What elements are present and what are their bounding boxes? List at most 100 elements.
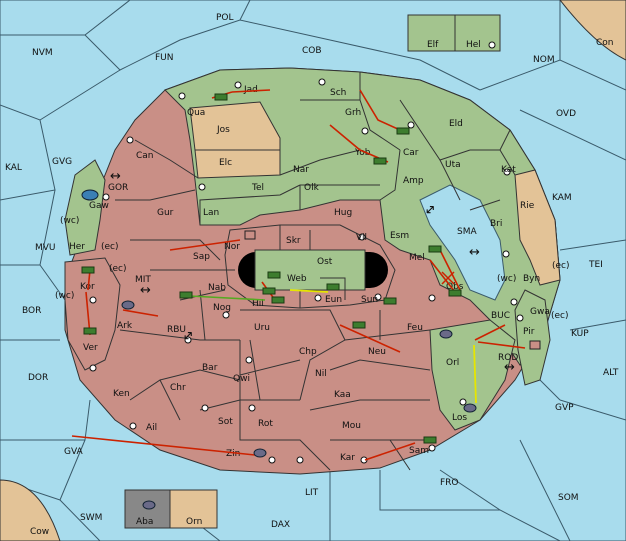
svg-text:Nab: Nab xyxy=(208,283,226,293)
fleet-units xyxy=(81,189,541,510)
region-orn[interactable] xyxy=(169,489,218,529)
svg-text:Olk: Olk xyxy=(304,183,320,193)
svg-text:Kaa: Kaa xyxy=(334,390,351,400)
region-kor-ark[interactable] xyxy=(64,257,121,371)
svg-text:GVP: GVP xyxy=(555,403,574,413)
svg-text:Eun: Eun xyxy=(325,295,342,305)
svg-text:BOR: BOR xyxy=(22,306,41,316)
svg-text:SWM: SWM xyxy=(80,513,102,523)
svg-text:Obs: Obs xyxy=(446,282,464,292)
svg-text:Ark: Ark xyxy=(117,321,133,331)
svg-text:GVA: GVA xyxy=(64,447,84,457)
region-web-ost[interactable] xyxy=(254,249,366,291)
svg-text:OVD: OVD xyxy=(556,109,576,119)
svg-text:Ver: Ver xyxy=(83,343,98,353)
svg-text:(wc): (wc) xyxy=(55,291,74,301)
svg-text:↔: ↔ xyxy=(110,169,121,184)
svg-text:Amp: Amp xyxy=(403,176,424,186)
sea-sma[interactable] xyxy=(419,184,506,301)
svg-text:MIT: MIT xyxy=(135,275,151,285)
svg-text:Jos: Jos xyxy=(216,125,230,135)
svg-text:Feu: Feu xyxy=(407,323,423,333)
region-jos[interactable] xyxy=(189,101,281,151)
region-rie-byn[interactable] xyxy=(514,169,561,286)
svg-text:(ec): (ec) xyxy=(109,264,127,274)
svg-text:Gur: Gur xyxy=(157,208,174,218)
svg-text:Elc: Elc xyxy=(219,158,232,168)
svg-text:Vil: Vil xyxy=(356,233,367,243)
svg-text:Hel: Hel xyxy=(466,40,481,50)
army-units xyxy=(81,93,462,444)
svg-text:Chp: Chp xyxy=(299,347,317,357)
svg-text:Uru: Uru xyxy=(254,323,270,333)
land-borders xyxy=(115,72,516,471)
svg-text:ALT: ALT xyxy=(603,368,619,378)
svg-text:Cow: Cow xyxy=(30,527,49,537)
svg-text:Kor: Kor xyxy=(80,282,95,292)
svg-text:(ec): (ec) xyxy=(101,242,119,252)
svg-text:Byn: Byn xyxy=(523,274,540,284)
svg-text:Nil: Nil xyxy=(315,369,327,379)
svg-text:Sam: Sam xyxy=(409,446,429,456)
svg-text:Car: Car xyxy=(403,148,419,158)
svg-text:Bri: Bri xyxy=(490,219,502,229)
svg-text:Ost: Ost xyxy=(317,257,333,267)
region-gaw-her[interactable] xyxy=(64,159,106,256)
region-aba[interactable] xyxy=(124,489,171,529)
svg-text:NVM: NVM xyxy=(32,48,53,58)
svg-text:Mou: Mou xyxy=(342,421,361,431)
svg-text:Rot: Rot xyxy=(258,419,273,429)
svg-text:Rie: Rie xyxy=(520,201,535,211)
region-gwa[interactable] xyxy=(514,289,551,386)
svg-text:NOM: NOM xyxy=(533,55,555,65)
svg-text:Los: Los xyxy=(452,413,467,423)
svg-text:Tel: Tel xyxy=(251,183,264,193)
svg-text:Sap: Sap xyxy=(193,252,210,262)
svg-text:Her: Her xyxy=(69,242,85,252)
svg-text:Nar: Nar xyxy=(293,165,309,175)
svg-text:Qua: Qua xyxy=(187,108,205,118)
svg-text:Elf: Elf xyxy=(427,40,439,50)
region-orl-los[interactable] xyxy=(429,319,516,431)
svg-text:Eld: Eld xyxy=(449,119,463,129)
svg-text:SMA: SMA xyxy=(457,227,477,237)
svg-text:KAL: KAL xyxy=(5,163,22,173)
svg-text:Nor: Nor xyxy=(224,242,240,252)
svg-text:Hil: Hil xyxy=(252,299,264,309)
region-elc[interactable] xyxy=(194,149,281,179)
convoy-orders xyxy=(189,295,266,301)
svg-text:Uta: Uta xyxy=(445,160,461,170)
svg-text:ROD: ROD xyxy=(498,353,518,363)
svg-text:Aba: Aba xyxy=(136,517,153,527)
svg-text:RBU: RBU xyxy=(167,325,186,335)
svg-text:POL: POL xyxy=(216,13,234,23)
svg-text:Grh: Grh xyxy=(345,108,361,118)
svg-text:(ec): (ec) xyxy=(551,311,569,321)
svg-text:GVG: GVG xyxy=(52,157,72,167)
svg-text:KUP: KUP xyxy=(571,329,589,339)
svg-text:Mel: Mel xyxy=(409,253,425,263)
svg-text:Ail: Ail xyxy=(146,423,157,433)
svg-text:(wc): (wc) xyxy=(60,216,79,226)
svg-text:DAX: DAX xyxy=(271,520,290,530)
svg-text:↔: ↔ xyxy=(469,245,480,260)
svg-text:Con: Con xyxy=(596,38,614,48)
svg-text:Lan: Lan xyxy=(203,208,219,218)
svg-text:Skr: Skr xyxy=(286,236,301,246)
svg-text:(ec): (ec) xyxy=(552,261,570,271)
svg-text:LIT: LIT xyxy=(305,488,319,498)
svg-text:Jad: Jad xyxy=(243,85,258,95)
svg-text:SOM: SOM xyxy=(558,493,579,503)
svg-text:Gwa: Gwa xyxy=(530,307,550,317)
svg-text:Sun: Sun xyxy=(361,295,378,305)
svg-text:Bar: Bar xyxy=(202,363,218,373)
svg-text:Sot: Sot xyxy=(218,417,233,427)
svg-text:Yob: Yob xyxy=(354,148,371,158)
svg-text:Ken: Ken xyxy=(113,389,130,399)
svg-text:Kar: Kar xyxy=(340,453,355,463)
svg-text:Qwi: Qwi xyxy=(233,374,250,384)
svg-text:Nog: Nog xyxy=(213,303,231,313)
svg-text:DOR: DOR xyxy=(28,373,48,383)
svg-text:FRO: FRO xyxy=(440,478,459,488)
